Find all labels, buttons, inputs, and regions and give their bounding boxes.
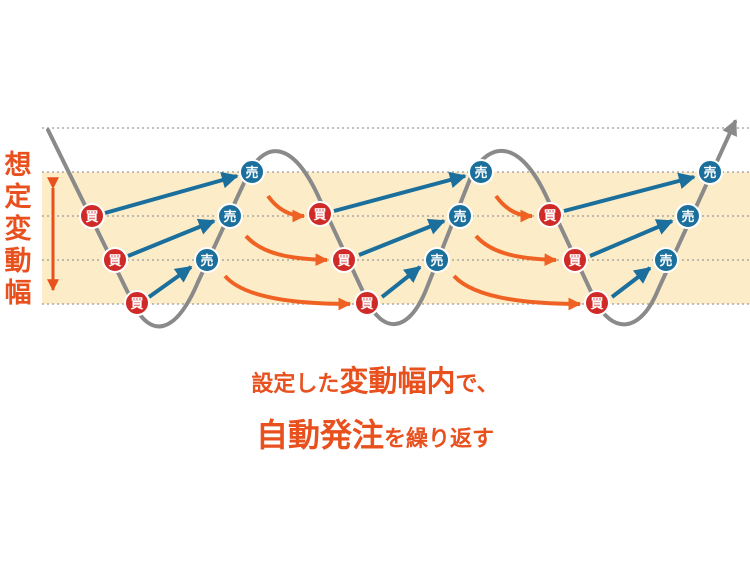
buy-order-circle xyxy=(537,202,563,228)
sell-order-circle xyxy=(653,247,679,273)
sell-order-circle xyxy=(217,203,243,229)
reorder-arrow xyxy=(244,234,329,267)
buy-label: 買 xyxy=(337,254,350,269)
sell-label: 売 xyxy=(430,253,443,269)
buy-order-node: 買 xyxy=(354,290,380,316)
trade-arrow xyxy=(358,218,446,257)
trade-arrow xyxy=(104,171,239,215)
sell-order-circle xyxy=(424,247,450,273)
reorder-arrow xyxy=(452,274,582,311)
buy-order-node: 買 xyxy=(102,247,128,273)
sell-order-circle xyxy=(239,159,265,185)
caption-line-2: 自動発注を繰り返す xyxy=(0,410,750,456)
reorder-arrows xyxy=(223,194,582,311)
sell-order-circle xyxy=(447,203,473,229)
buy-label: 買 xyxy=(360,297,373,312)
trade-arrow xyxy=(333,171,467,213)
sell-label: 売 xyxy=(659,253,672,269)
buy-label: 買 xyxy=(543,209,556,224)
sell-order-circle xyxy=(468,159,494,185)
trade-arrow xyxy=(127,218,216,258)
buy-order-circle xyxy=(331,247,357,273)
reorder-arrow xyxy=(223,274,352,311)
expected-range-label: 想定変動幅 xyxy=(4,150,32,309)
caption-line2-post: を繰り返す xyxy=(384,427,495,452)
buy-order-node: 買 xyxy=(562,247,588,273)
trade-arrow xyxy=(589,219,674,258)
sell-order-node: 売 xyxy=(217,203,243,229)
buy-order-circle xyxy=(354,290,380,316)
sell-label: 売 xyxy=(453,209,466,225)
caption-line1-emphasis: 変動幅内 xyxy=(339,364,456,398)
caption-line1-pre: 設定した xyxy=(251,372,340,397)
buy-order-circle xyxy=(124,290,150,316)
buy-order-node: 買 xyxy=(124,290,150,316)
sell-order-circle xyxy=(194,247,220,273)
buy-label: 買 xyxy=(85,210,98,225)
buy-label: 買 xyxy=(568,254,581,269)
sell-order-node: 売 xyxy=(239,159,265,185)
buy-order-circle xyxy=(102,247,128,273)
buy-order-circle xyxy=(307,201,333,227)
buy-order-node: 買 xyxy=(331,247,357,273)
trade-arrow xyxy=(610,266,652,299)
caption-line1-post: で、 xyxy=(455,372,499,397)
sell-label: 売 xyxy=(245,165,258,181)
buy-label: 買 xyxy=(313,208,326,223)
buy-order-node: 買 xyxy=(537,202,563,228)
reorder-arrow xyxy=(266,194,306,223)
sell-order-node: 売 xyxy=(447,203,473,229)
caption-line2-emphasis: 自動発注 xyxy=(255,416,384,454)
sell-order-node: 売 xyxy=(675,203,701,229)
buy-order-circle xyxy=(584,290,610,316)
sell-order-node: 売 xyxy=(468,159,494,185)
trade-arrows xyxy=(104,171,696,299)
sell-order-circle xyxy=(697,159,723,185)
buy-label: 買 xyxy=(130,297,143,312)
buy-order-circle xyxy=(562,247,588,273)
buy-label: 買 xyxy=(590,297,603,312)
buy-order-node: 買 xyxy=(584,290,610,316)
sell-label: 売 xyxy=(681,209,694,225)
trade-arrow xyxy=(380,265,422,299)
sell-order-node: 売 xyxy=(194,247,220,273)
buy-label: 買 xyxy=(108,254,121,269)
sell-order-circle xyxy=(675,203,701,229)
sell-order-node: 売 xyxy=(697,159,723,185)
sell-label: 売 xyxy=(200,253,213,269)
sell-label: 売 xyxy=(223,209,236,225)
sell-order-node: 売 xyxy=(653,247,679,273)
trade-arrow xyxy=(147,265,193,299)
buy-order-node: 買 xyxy=(307,201,333,227)
buy-order-node: 買 xyxy=(79,203,105,229)
trade-arrow xyxy=(563,172,696,213)
reorder-arrow xyxy=(474,234,558,267)
buy-order-circle xyxy=(79,203,105,229)
sell-label: 売 xyxy=(474,165,487,181)
caption-line-1: 設定した変動幅内で、 xyxy=(0,358,750,400)
sell-order-node: 売 xyxy=(424,247,450,273)
reorder-arrow xyxy=(494,194,534,223)
sell-label: 売 xyxy=(703,165,716,181)
